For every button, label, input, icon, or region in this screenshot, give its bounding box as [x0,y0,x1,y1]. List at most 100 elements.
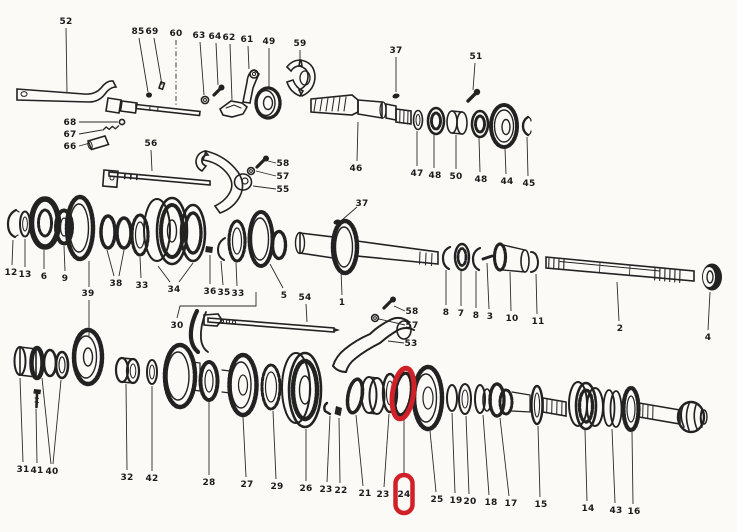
bushing-32 [114,356,141,385]
part-label-67: 67 [64,130,77,140]
part-label-33: 33 [136,281,149,291]
leader-line-61 [247,45,250,70]
part-label-48: 48 [429,171,442,181]
leader-line-85 [138,37,149,93]
part-label-15: 15 [535,500,548,510]
part-label-58: 58 [277,159,290,169]
circlip-12 [6,208,20,239]
leader-line-21 [355,414,364,487]
leader-line-57 [378,318,406,326]
leader-line-64 [215,42,219,86]
part-label-64: 64 [209,32,222,42]
part-label-23: 23 [377,490,390,500]
leader-line-14 [584,429,588,502]
mainshaft-2 [545,256,695,284]
part-label-9: 9 [62,274,68,284]
leader-line-43 [611,428,616,504]
leader-line-4 [707,291,711,331]
leader-line-19 [451,412,456,494]
part-label-62: 62 [223,33,236,43]
ball-85 [146,92,152,98]
shift-rod-56 [101,169,211,189]
part-label-24: 24 [398,490,411,500]
leader-line-35 [220,260,224,286]
part-label-30: 30 [171,321,184,331]
leader-line-20 [465,415,470,495]
selector-rod-54 [203,313,340,333]
part-label-46: 46 [350,164,363,174]
washer-57-mid [370,313,380,323]
hub-drum [360,376,386,415]
leader-line-40 [41,377,52,465]
needle-bearings-38 [99,214,133,250]
part-label-39: 39 [82,289,95,299]
leader-line-56 [150,149,153,172]
leader-line-5 [269,263,284,289]
bolt-58-top [255,155,269,169]
spring-35 [216,237,226,261]
part-label-66: 66 [64,142,77,152]
leader-line-40 [52,379,62,465]
part-label-36: 36 [204,287,217,297]
end-cap-4 [702,263,722,291]
mainshaft-1 [294,218,439,276]
part-label-37: 37 [356,199,369,209]
leader-line-23 [383,413,390,488]
shift-fork-53 [332,316,415,373]
leader-line-12 [11,239,14,266]
part-label-29: 29 [271,482,284,492]
bracket-62 [218,100,249,118]
gear-mainshaft-left [64,194,96,262]
leader-line-58 [393,305,406,312]
part-label-16: 16 [628,507,641,517]
part-label-85: 85 [132,27,145,37]
leader-line-3 [486,262,490,310]
leader-line-45 [526,136,529,177]
cylinder-31 [13,345,45,381]
part-label-48: 48 [475,175,488,185]
detent-pill-37-mid [333,219,341,225]
shift-fork-30 [188,308,209,355]
part-label-1: 1 [339,298,345,308]
synchro-hub-assembly-34 [143,196,207,266]
part-label-57: 57 [277,172,290,182]
gear-10 [492,242,530,273]
output-shaft-bevel-gear [638,400,708,434]
leader-line-2 [616,281,620,322]
leader-line-52 [65,27,68,94]
part-label-51: 51 [470,52,483,62]
part-label-3: 3 [487,312,493,322]
shift-fork-59 [285,59,316,98]
part-label-27: 27 [241,480,254,490]
bolt-51 [466,88,481,103]
leader-line-34 [178,262,194,283]
leader-line-18 [482,414,490,496]
washer-57-top [246,166,256,176]
part-label-59: 59 [294,39,307,49]
leader-line-27 [242,416,247,478]
leader-line-37 [341,206,358,221]
part-label-68: 68 [64,118,77,128]
highlight-layer [389,365,417,516]
leader-line-66 [78,142,91,147]
synchro-ring-33-right [227,219,247,263]
leader-line-34 [157,265,171,283]
leader-line-46 [356,121,359,162]
washer-15 [530,384,544,426]
part-label-19: 19 [450,496,463,506]
part-label-14: 14 [582,504,595,514]
part-label-7: 7 [458,309,464,319]
pin-3 [481,254,494,261]
part-label-43: 43 [610,506,623,516]
bearing-6 [28,196,62,250]
part-label-20: 20 [464,497,477,507]
circlip-8-right [471,246,482,272]
leader-line-30 [176,292,257,319]
circlip-8-left [441,245,452,271]
leader-line-33 [139,256,142,279]
leader-line-23 [326,415,331,483]
part-label-40: 40 [46,467,59,477]
leader-line-15 [537,425,541,498]
part-label-60: 60 [170,29,183,39]
